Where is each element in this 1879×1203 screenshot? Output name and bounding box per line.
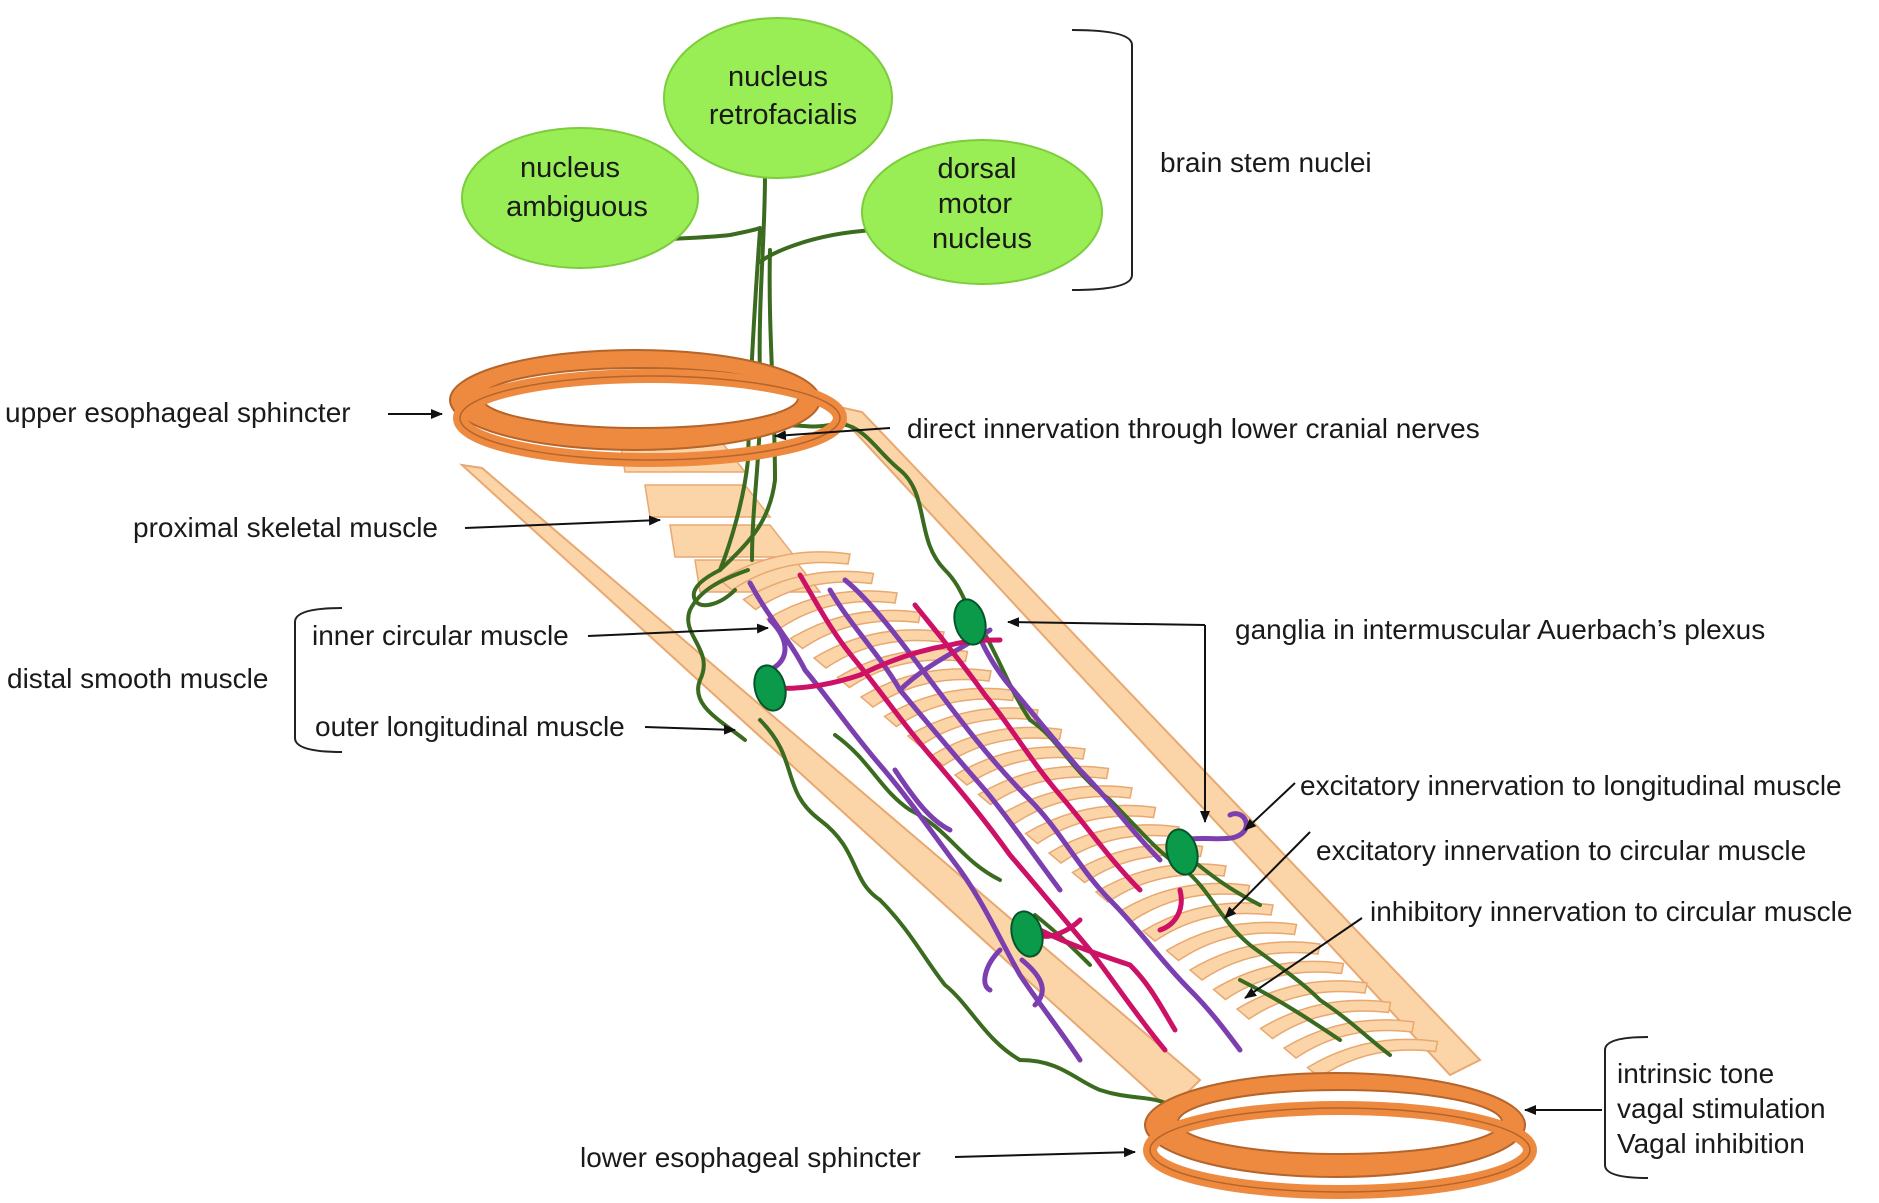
ganglia: [753, 598, 1199, 958]
excitatory-longitudinal-label: excitatory innervation to longitudinal m…: [1300, 770, 1842, 801]
nucleus-retrofacialis-line2: retrofacialis: [709, 99, 857, 131]
ganglion: [953, 598, 987, 646]
nucleus-ambiguous: nucleus ambiguous: [461, 127, 699, 269]
circular-muscle-arc: [789, 609, 922, 650]
vagal-nerve-fibers: [568, 173, 1392, 1107]
labels: brain stem nuclei upper esophageal sphin…: [5, 147, 1852, 1173]
les-control-bracket: [1604, 1036, 1649, 1179]
nucleus-ambiguous-line1: nucleus: [520, 152, 620, 184]
circular-muscle-arc: [1188, 941, 1321, 981]
circular-muscle-arc: [718, 551, 851, 591]
nucleus-retrofacialis-line1: nucleus: [728, 61, 828, 93]
circular-muscle-arc: [953, 746, 1086, 786]
circular-muscle-arc: [1235, 980, 1368, 1020]
inhibitory-fibers: [767, 572, 1184, 1053]
dorsal-motor-nucleus-line3: nucleus: [932, 223, 1032, 255]
label-arrows: [388, 409, 1602, 1158]
circular-muscle-arc: [1259, 999, 1392, 1040]
circular-muscle-arc: [1141, 902, 1274, 942]
ganglia-label: ganglia in intermuscular Auerbach’s plex…: [1235, 614, 1765, 645]
inner-circular-muscle-label: inner circular muscle: [312, 620, 569, 651]
brain-stem-nuclei-label: brain stem nuclei: [1160, 147, 1372, 178]
les-control-line1: intrinsic tone: [1617, 1058, 1774, 1089]
distal-smooth-muscle-label: distal smooth muscle: [7, 663, 268, 694]
nucleus-ambiguous-line2: ambiguous: [506, 191, 648, 223]
brackets: [294, 29, 1649, 1179]
circular-muscle-arc: [1306, 1038, 1439, 1079]
excitatory-fibers: [747, 577, 1249, 1063]
ganglion: [1010, 910, 1044, 958]
ganglion: [753, 664, 787, 712]
excitatory-circular-label: excitatory innervation to circular muscl…: [1316, 835, 1806, 866]
dorsal-motor-nucleus-line1: dorsal: [938, 153, 1017, 185]
dorsal-motor-nucleus: dorsal motor nucleus: [861, 139, 1103, 285]
ganglion: [1165, 828, 1199, 876]
circular-muscle-arc: [742, 570, 875, 611]
inhibitory-circular-label: inhibitory innervation to circular muscl…: [1370, 896, 1852, 927]
lower-esophageal-sphincter-label: lower esophageal sphincter: [580, 1142, 921, 1173]
circular-muscle-arc: [1165, 921, 1298, 962]
les-control-line3: Vagal inhibition: [1617, 1128, 1805, 1159]
outer-longitudinal-muscle: [458, 403, 1482, 1112]
nucleus-retrofacialis: nucleus retrofacialis: [663, 17, 893, 179]
outer-longitudinal-muscle-label: outer longitudinal muscle: [315, 711, 625, 742]
dorsal-motor-nucleus-line2: motor: [938, 188, 1012, 220]
lower-esophageal-sphincter-ring: [1143, 1072, 1537, 1199]
proximal-skeletal-muscle-label: proximal skeletal muscle: [133, 512, 438, 543]
upper-esophageal-sphincter-label: upper esophageal sphincter: [5, 397, 351, 428]
distal-smooth-bracket: [294, 607, 343, 753]
upper-esophageal-sphincter-ring: [449, 349, 847, 467]
direct-innervation-label: direct innervation through lower cranial…: [907, 413, 1480, 444]
circular-muscle-arc: [977, 765, 1110, 806]
brain-stem-bracket: [1071, 29, 1133, 291]
circular-muscle-arc: [1094, 863, 1227, 903]
skeletal-muscle-band: [644, 484, 772, 518]
les-control-line2: vagal stimulation: [1617, 1093, 1826, 1124]
circular-muscle-arc: [883, 687, 1016, 728]
